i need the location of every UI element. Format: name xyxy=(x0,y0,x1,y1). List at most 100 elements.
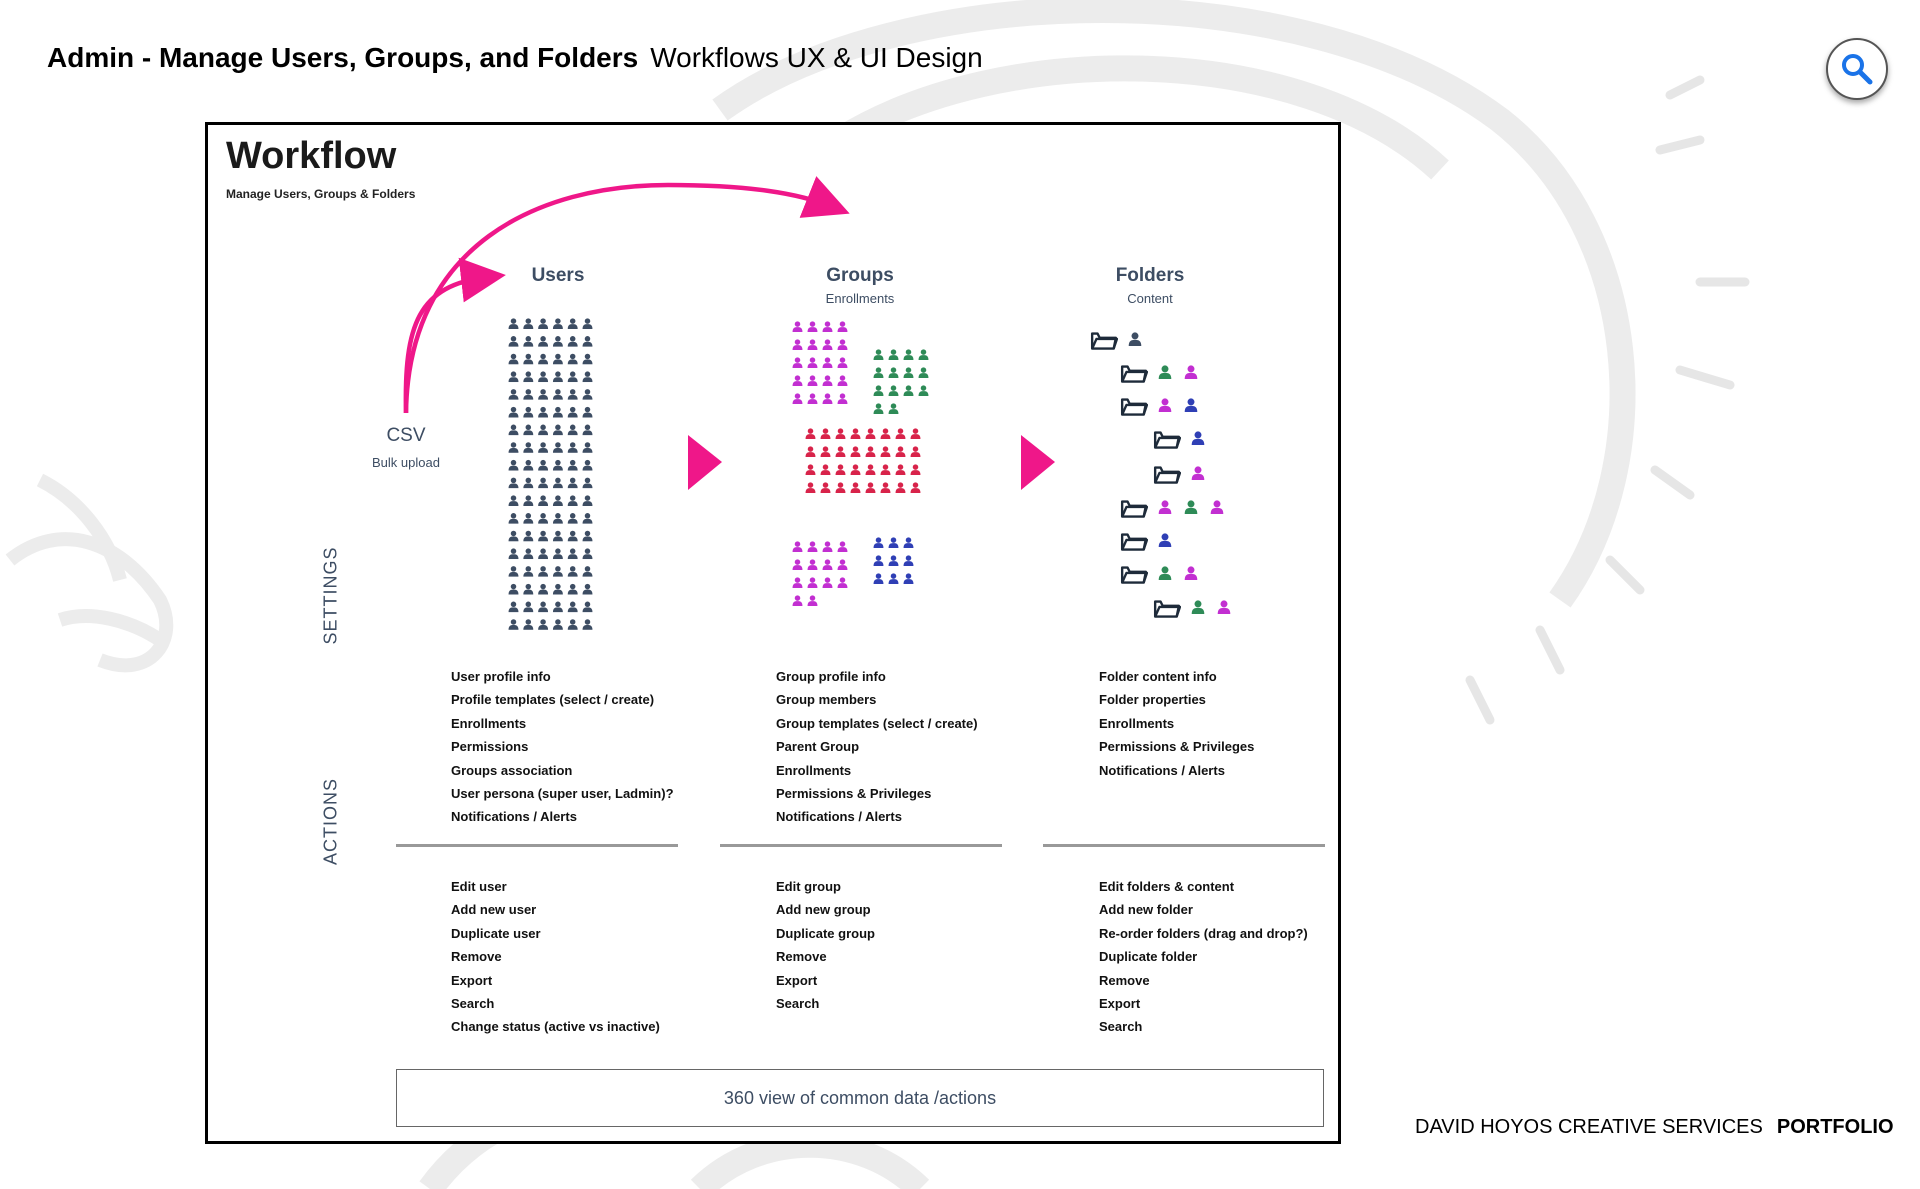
portfolio-label: PORTFOLIO xyxy=(1776,1116,1894,1138)
person-icon xyxy=(850,464,861,475)
person-icon xyxy=(792,321,803,332)
person-icon xyxy=(805,446,816,457)
page-header: Admin - Manage Users, Groups, and Folder… xyxy=(47,42,983,74)
person-icon xyxy=(850,482,861,493)
person-icon xyxy=(582,336,593,347)
person-icon xyxy=(567,601,578,613)
folders-actions-list: Edit folders & content Add new folder Re… xyxy=(1099,875,1308,1039)
person-icon xyxy=(552,513,563,524)
common-data-view-button[interactable]: 360 view of common data /actions xyxy=(396,1069,1324,1127)
person-icon xyxy=(895,482,906,493)
person-icon xyxy=(792,595,803,606)
person-icon xyxy=(523,353,534,365)
list-item: Enrollments xyxy=(451,715,527,731)
person-icon xyxy=(1158,365,1172,379)
list-item: Export xyxy=(1099,996,1141,1012)
folder-icon xyxy=(1120,533,1148,551)
folder-icon xyxy=(1153,431,1181,449)
person-icon xyxy=(582,477,593,489)
person-icon xyxy=(1210,500,1224,514)
person-icon xyxy=(508,353,519,365)
person-icon xyxy=(807,541,818,552)
csv-label: CSV xyxy=(386,425,426,446)
person-icon xyxy=(807,559,818,570)
person-icon xyxy=(538,389,549,400)
person-icon xyxy=(582,619,593,630)
person-icon xyxy=(850,446,861,457)
person-icon xyxy=(523,477,534,489)
users-icon-grid xyxy=(508,318,593,630)
person-icon xyxy=(567,619,578,630)
person-icon xyxy=(538,566,549,577)
list-item: Permissions & Privileges xyxy=(1099,739,1255,755)
person-icon xyxy=(1158,533,1172,547)
person-icon xyxy=(822,339,833,350)
list-item: Permissions xyxy=(451,739,529,755)
person-icon xyxy=(538,459,549,471)
person-icon xyxy=(538,406,549,418)
search-button[interactable] xyxy=(1826,38,1888,100)
person-icon xyxy=(567,548,578,560)
person-icon xyxy=(523,495,534,506)
list-item: Permissions & Privileges xyxy=(776,786,932,802)
person-icon xyxy=(837,393,848,404)
person-icon xyxy=(820,464,831,475)
person-icon xyxy=(508,371,519,383)
person-icon xyxy=(792,559,803,570)
person-icon xyxy=(508,442,519,453)
person-icon xyxy=(508,389,519,400)
folder-icon xyxy=(1120,398,1148,416)
person-icon xyxy=(873,367,884,378)
list-item: Group profile info xyxy=(776,669,886,684)
person-icon xyxy=(873,403,884,414)
page-subtitle: Workflows UX & UI Design xyxy=(650,42,983,73)
list-item: Edit user xyxy=(451,879,507,894)
person-icon xyxy=(792,577,803,588)
person-icon xyxy=(552,566,563,577)
person-icon xyxy=(508,424,519,436)
person-icon xyxy=(538,477,549,489)
folders-tree xyxy=(1090,332,1231,618)
person-icon xyxy=(805,428,816,439)
folders-settings-list: Folder content info Folder properties En… xyxy=(1099,665,1254,782)
list-item: Enrollments xyxy=(776,762,852,778)
person-icon xyxy=(895,446,906,457)
person-icon xyxy=(835,446,846,457)
person-icon xyxy=(567,530,578,542)
person-icon xyxy=(582,513,593,524)
person-icon xyxy=(880,464,891,475)
person-icon xyxy=(508,548,519,560)
list-item: Export xyxy=(776,972,818,988)
person-icon xyxy=(807,357,818,368)
person-icon xyxy=(822,375,833,386)
person-icon xyxy=(552,601,563,613)
person-icon xyxy=(582,424,593,436)
users-settings-list: User profile info Profile templates (sel… xyxy=(451,665,674,829)
person-icon xyxy=(837,577,848,588)
list-item: Notifications / Alerts xyxy=(1099,762,1225,778)
person-icon xyxy=(805,464,816,475)
groups-icon-grid xyxy=(792,321,929,606)
list-item: Remove xyxy=(776,949,827,965)
person-icon xyxy=(508,566,519,577)
person-icon xyxy=(552,548,563,560)
person-icon xyxy=(538,601,549,613)
person-icon xyxy=(508,336,519,347)
search-icon xyxy=(1842,54,1873,85)
groups-subheading: Enrollments xyxy=(825,291,895,306)
person-icon xyxy=(567,353,578,365)
csv-sublabel: Bulk upload xyxy=(372,455,440,470)
person-icon xyxy=(523,548,534,560)
groups-heading: Groups xyxy=(826,265,894,286)
person-icon xyxy=(552,459,563,471)
person-icon xyxy=(822,357,833,368)
person-icon xyxy=(582,353,593,365)
person-icon xyxy=(835,428,846,439)
list-item: Folder content info xyxy=(1099,669,1217,684)
list-item: Duplicate group xyxy=(776,925,875,941)
person-icon xyxy=(1184,365,1198,379)
person-icon xyxy=(835,464,846,475)
person-icon xyxy=(822,541,833,552)
person-icon xyxy=(538,530,549,542)
person-icon xyxy=(903,349,914,360)
